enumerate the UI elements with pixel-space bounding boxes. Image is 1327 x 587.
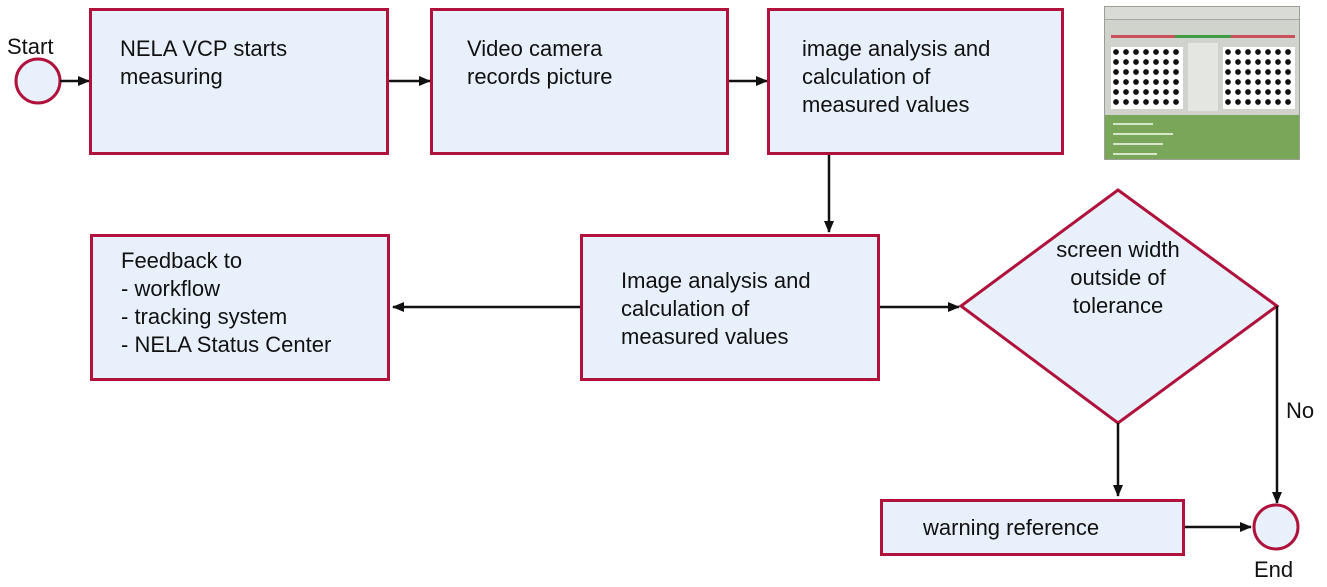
no-branch-label: No [1286,398,1315,423]
step-image-analysis-2: Image analysis and calculation of measur… [580,234,880,381]
end-node [1252,503,1300,551]
end-label: End [1254,557,1294,582]
thumbnail-checker-left [1111,47,1183,109]
step-start-measuring-text: NELA VCP starts measuring [120,36,288,89]
thumbnail-center-strip [1188,43,1218,111]
decision-text: screen width outside of tolerance [1056,237,1180,318]
step-image-analysis-1-text: image analysis and calculation of measur… [802,36,991,117]
start-node [14,57,62,105]
step-feedback: Feedback to - workflow - tracking system… [90,234,390,381]
step-camera-records-text: Video camera records picture [467,36,613,89]
step-image-analysis-2-text: Image analysis and calculation of measur… [621,268,811,349]
step-warning-reference: warning reference [880,499,1185,556]
step-warning-reference-text: warning reference [923,515,1100,540]
thumbnail-status-panel [1105,115,1299,159]
step-start-measuring: NELA VCP starts measuring [89,8,389,155]
step-feedback-text: Feedback to - workflow - tracking system… [121,248,332,357]
thumbnail-green-line [1175,35,1231,38]
software-screenshot-thumbnail [1104,6,1300,160]
start-label: Start [7,34,54,59]
thumbnail-toolbar [1105,7,1299,20]
step-image-analysis-1: image analysis and calculation of measur… [767,8,1064,155]
thumbnail-checker-right [1223,47,1295,109]
step-camera-records: Video camera records picture [430,8,729,155]
